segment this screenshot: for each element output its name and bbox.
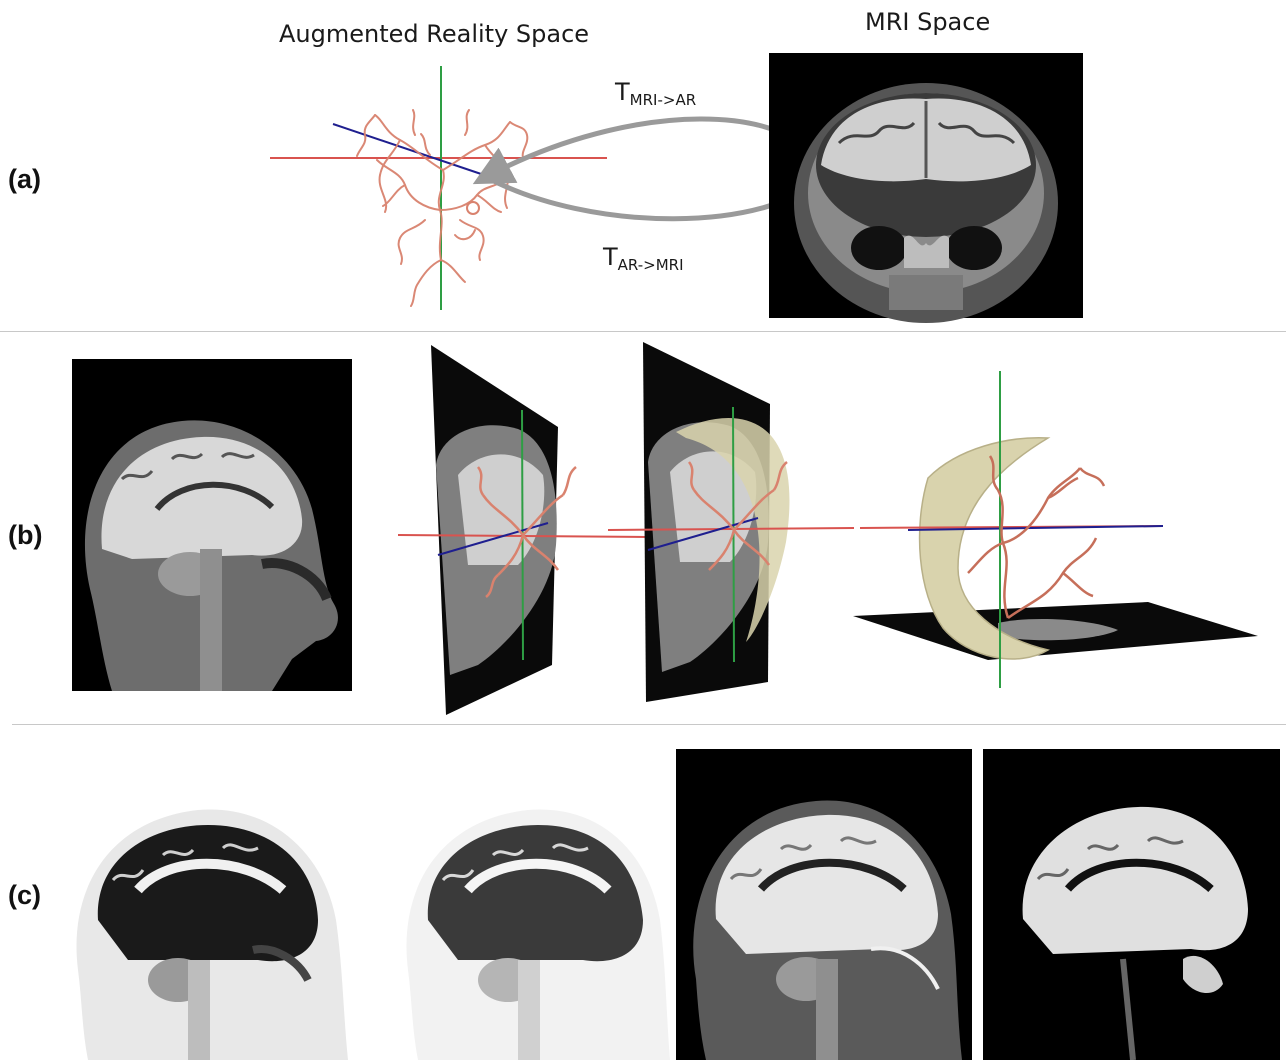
transform-ar-to-mri-label: TAR->MRI — [603, 243, 684, 274]
inverted-sagittal-mri-1 — [68, 770, 358, 1060]
transform-mri-to-ar-label: TMRI->AR — [615, 78, 696, 109]
inverted-sagittal-mri-2 — [398, 770, 678, 1060]
panel-c-label: (c) — [8, 880, 41, 911]
transform-mri-to-ar-main: T — [615, 78, 630, 106]
ar-3d-surface-scene — [848, 368, 1266, 692]
transform-ar-to-mri-main: T — [603, 243, 618, 271]
thresholded-sagittal-mri-3 — [676, 749, 972, 1060]
divider-a-b — [0, 331, 1286, 332]
panel-a-label: (a) — [8, 164, 41, 195]
ar-overlay-plane-2 — [606, 342, 856, 704]
thresholded-sagittal-mri-4 — [983, 749, 1280, 1060]
ar-space-title: Augmented Reality Space — [279, 20, 589, 48]
transform-mri-to-ar-sub: MRI->AR — [630, 91, 696, 109]
coronal-mri-image — [769, 53, 1083, 318]
panel-b-label: (b) — [8, 520, 42, 551]
divider-b-c — [12, 724, 1286, 725]
sagittal-mri-image — [72, 359, 352, 691]
transform-ar-to-mri-sub: AR->MRI — [618, 256, 684, 274]
mri-space-title: MRI Space — [865, 8, 990, 36]
